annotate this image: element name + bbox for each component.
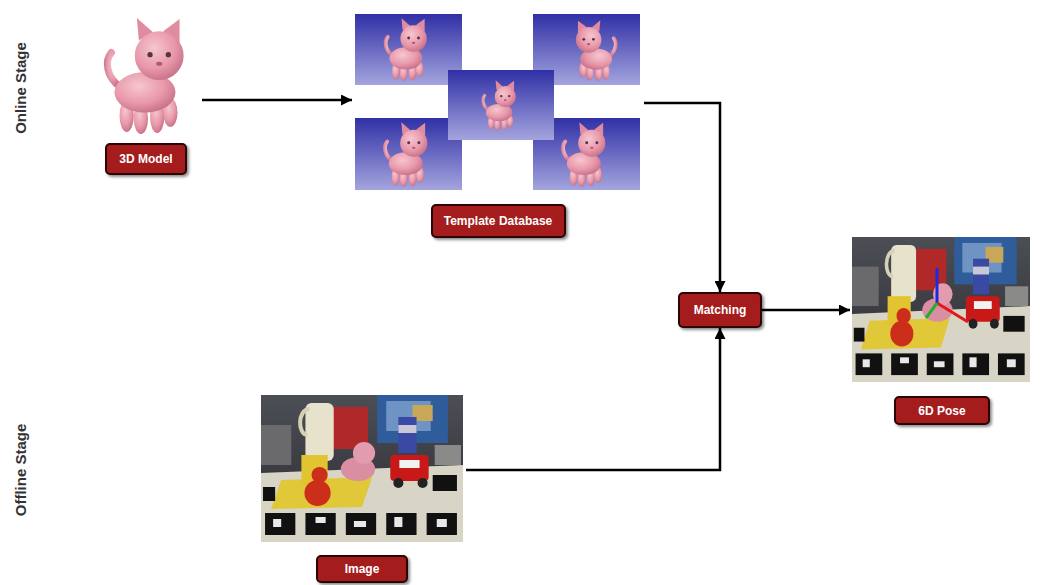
template-montage [355,14,640,190]
node-label: Image [345,562,380,576]
template-cat [483,80,516,130]
flow-arrow [202,99,352,102]
stage-node: Image [258,393,466,584]
stage-label: Online Stage [11,13,31,163]
flow-arrow [762,309,850,312]
label-box: 3D Model [105,143,187,175]
stage-label: Offline Stage [11,395,31,545]
stage-node: Template Database [352,12,644,240]
pose-axes [926,268,968,322]
stage-node: 6D Pose [850,235,1034,427]
cat-model-figure [107,18,183,134]
stage-node: 3D Model [90,12,202,178]
pose-photo [852,237,1030,382]
template-view [448,70,554,140]
node-label: 6D Pose [918,404,965,418]
label-box: 6D Pose [894,396,990,425]
flow-arrow [466,328,720,470]
node-label: Matching [694,303,747,317]
template-view [355,118,462,190]
node-label: Template Database [444,214,553,228]
template-view [355,14,462,85]
template-cat [385,122,427,187]
flow-arrow [644,103,720,292]
stage-node: Matching [678,292,762,328]
label-box: Image [316,555,408,583]
label-box: Matching [678,292,762,328]
template-cat [563,122,605,187]
template-cat [386,18,427,81]
label-box: Template Database [431,204,566,238]
template-cat [576,20,616,81]
node-label: 3D Model [119,152,172,166]
scene-photo [261,395,463,542]
